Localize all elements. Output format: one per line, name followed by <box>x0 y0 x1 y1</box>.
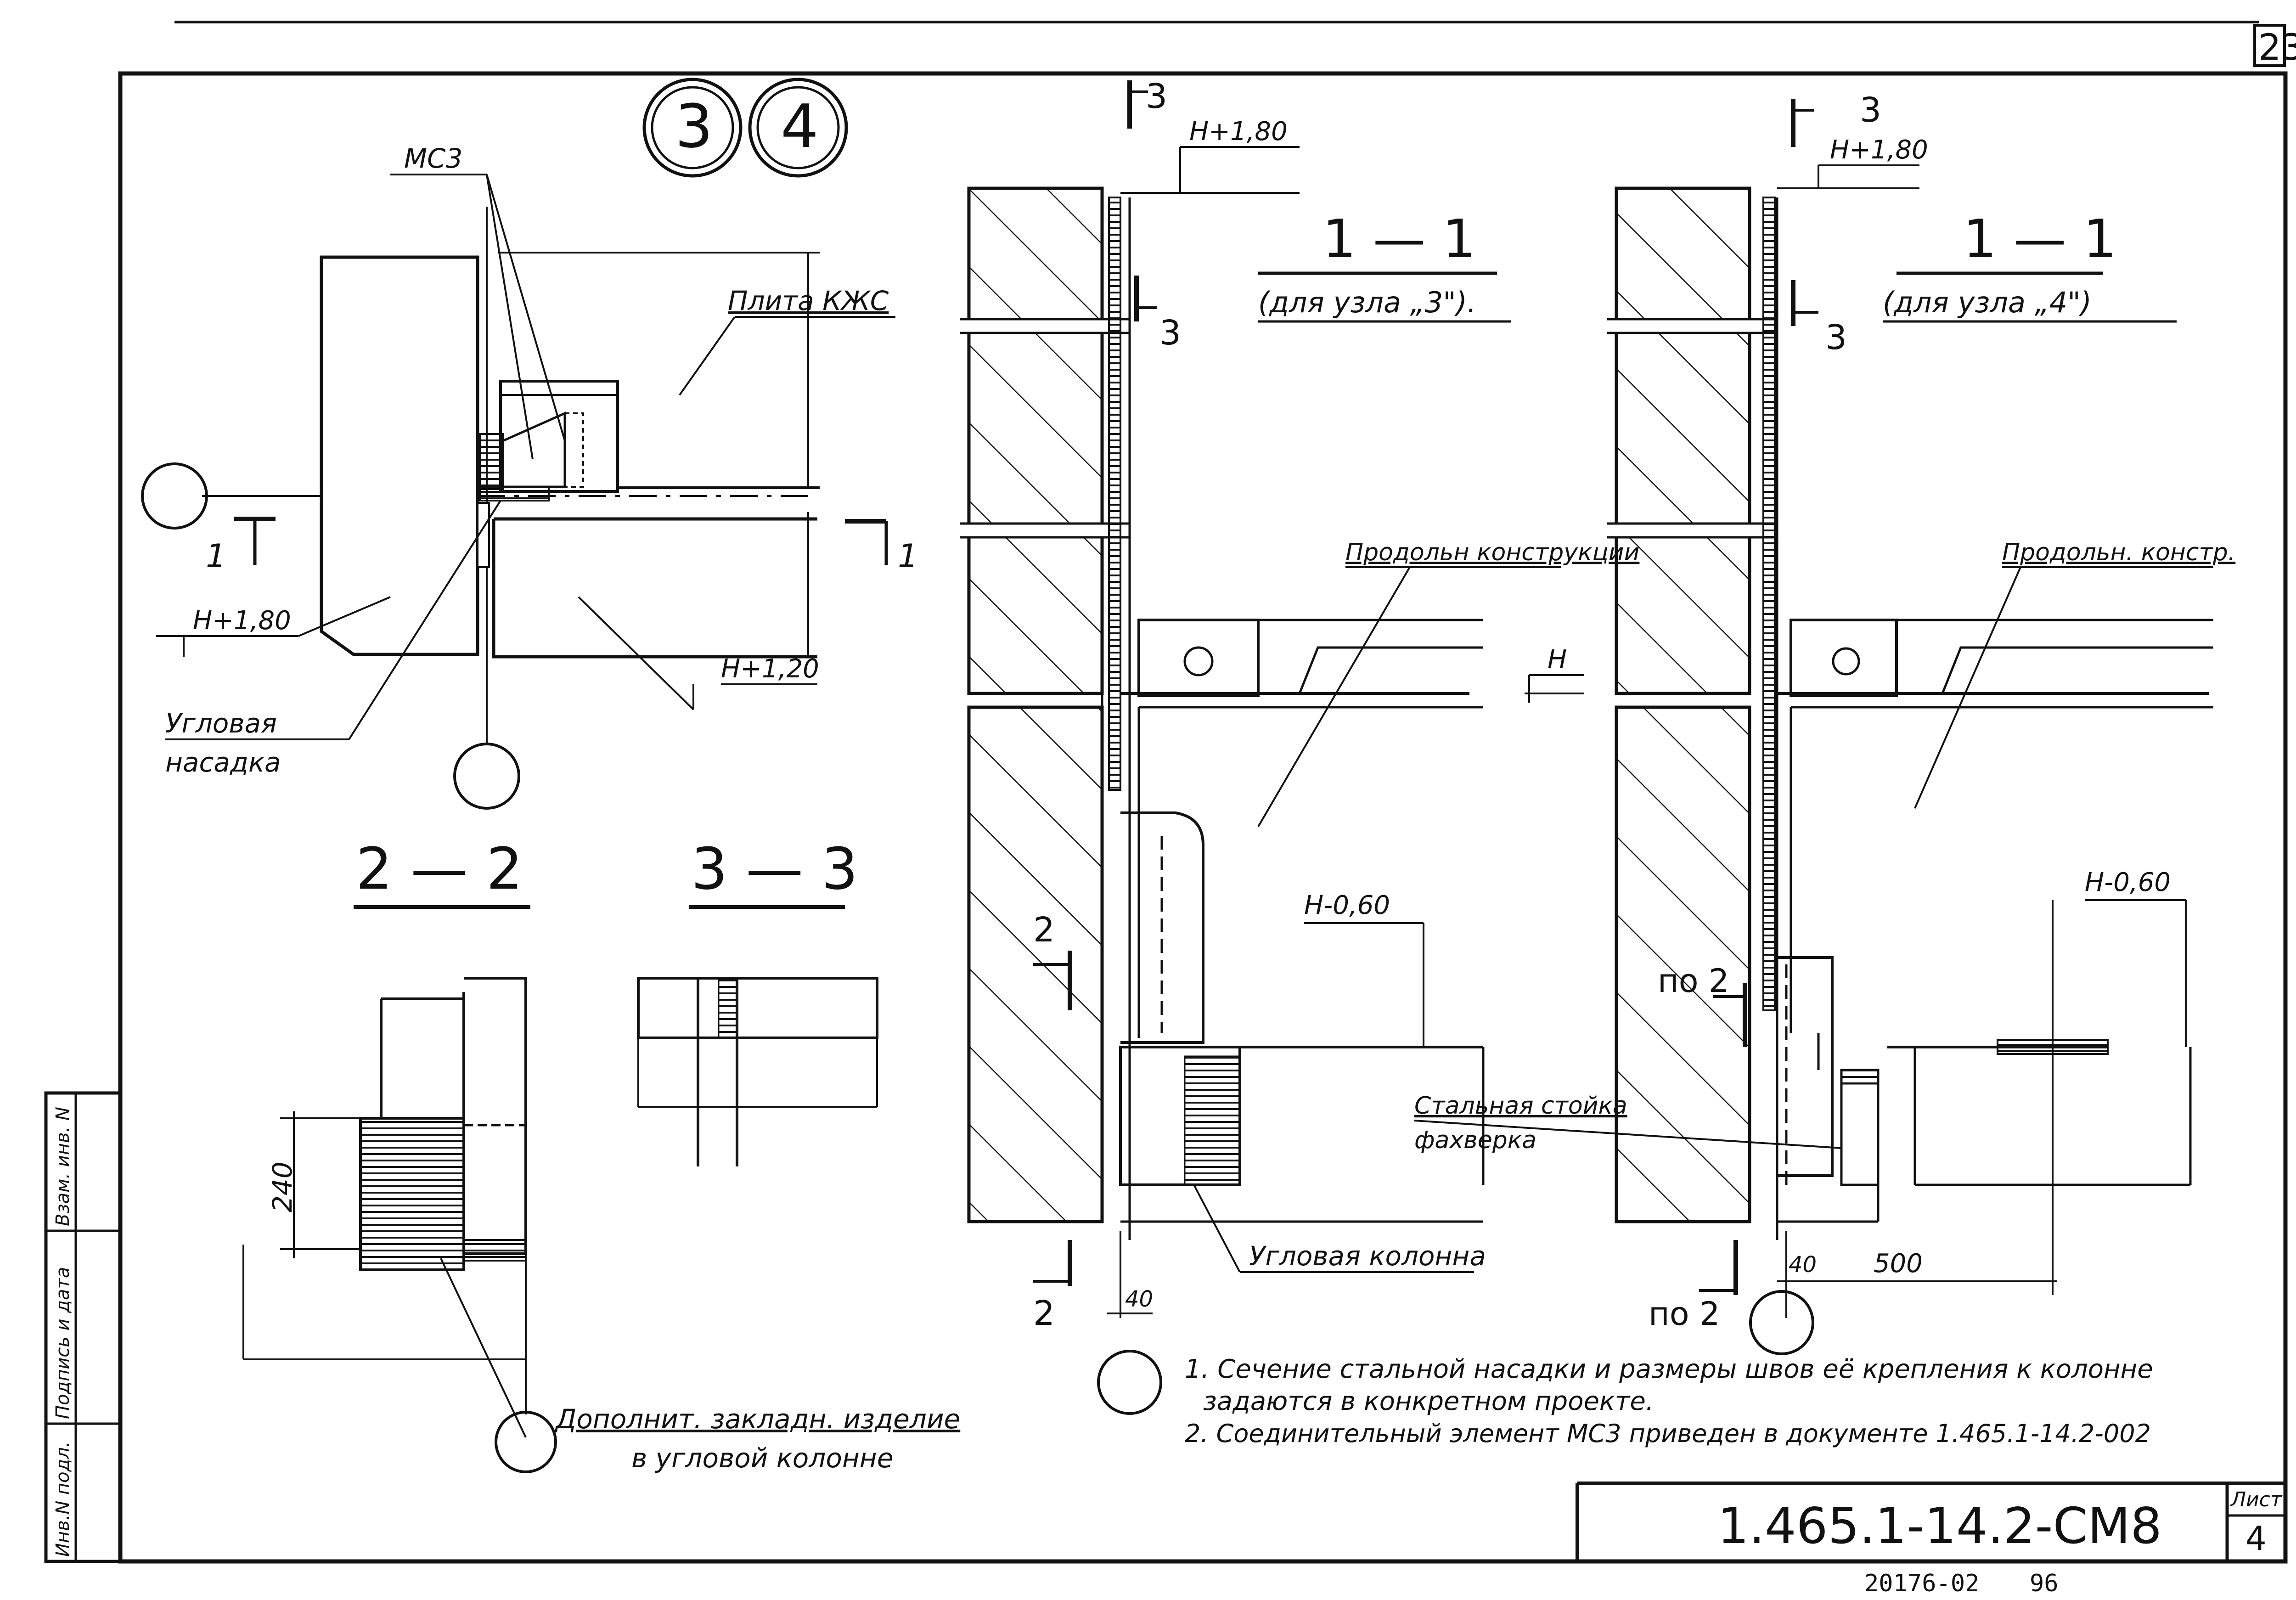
label-corner-cap-1: Угловая <box>165 708 277 739</box>
node3-dim-40: 40 <box>1125 1286 1153 1312</box>
node4-cut2-bottom: по 2 <box>1649 1295 1720 1333</box>
node4-cut3-top: 3 <box>1860 90 1881 130</box>
sheet-frame <box>118 21 2288 1564</box>
label-steel-post-2: фахверка <box>1414 1127 1536 1154</box>
designation: 1.465.1-14.2-СМ8 <box>1717 1498 2162 1555</box>
section-3-3-title: 3 — 3 <box>691 836 858 902</box>
section-1-1-node-3-title: 1 — 1 <box>1322 208 1476 270</box>
section-1-1-node-4-title: 1 — 1 <box>1963 208 2116 270</box>
plan-view <box>141 174 895 810</box>
node3-cut3-mid: 3 <box>1159 313 1181 353</box>
node4-cut3-mid: 3 <box>1825 318 1847 357</box>
node3-elev-mid: Н-0,60 <box>1304 890 1390 920</box>
node-number-3: 3 <box>675 91 713 161</box>
section-2-2 <box>242 977 557 1473</box>
stamp-cell-replace: Взам. инв. N <box>52 1107 73 1226</box>
plan-cut-mark-right: 1 <box>898 537 918 575</box>
section-3-3 <box>637 977 878 1166</box>
note-1b: задаются в конкретном проекте. <box>1203 1386 1654 1416</box>
sheet-number: 4 <box>2245 1519 2267 1558</box>
sheet-label: Лист <box>2230 1488 2283 1511</box>
node3-elev-top: Н+1,80 <box>1189 117 1288 146</box>
dim-240: 240 <box>267 1161 298 1212</box>
node4-dim-500: 500 <box>1874 1249 1923 1279</box>
note-2: 2. Соединительный элемент МС3 приведен в… <box>1185 1419 2151 1448</box>
archive-suffix: 96 <box>2030 1570 2059 1597</box>
label-extra-part-1: Дополнит. закладн. изделие <box>554 1403 960 1435</box>
note-1a: 1. Сечение стальной насадки и размеры шв… <box>1185 1354 2153 1384</box>
node4-elev-top: Н+1,80 <box>1830 135 1928 165</box>
node4-cut2-top: по 2 <box>1658 962 1729 1000</box>
label-extra-part-2: в угловой колонне <box>631 1442 893 1474</box>
label-steel-post-1: Стальная стойка <box>1414 1092 1627 1120</box>
label-corner-cap-2: насадка <box>165 747 281 778</box>
node3-cut3-top: 3 <box>1146 77 1167 116</box>
title-block <box>1576 1482 2285 1561</box>
section-1-1-node-3 <box>960 80 1584 1415</box>
node3-corner-col-label: Угловая колонна <box>1249 1240 1486 1272</box>
node4-long-label: Продольн. констр. <box>2002 539 2235 566</box>
node3-cut2-top: 2 <box>1033 910 1055 950</box>
plan-cut-mark-left: 1 <box>206 537 226 575</box>
node4-elev-mid: Н-0,60 <box>2085 868 2171 897</box>
section-1-1-node-4 <box>1414 99 2213 1355</box>
section-1-1-node-3-subtitle: (для узла „3"). <box>1258 286 1476 319</box>
node3-elev-h: Н <box>1548 645 1567 675</box>
plan-elev-bottom: Н+1,20 <box>721 654 819 684</box>
plan-elev-top: Н+1,80 <box>193 606 291 636</box>
label-plate-kzhs: Плита КЖС <box>728 285 889 316</box>
node-markers <box>642 78 848 178</box>
node4-dim-40: 40 <box>1789 1252 1817 1278</box>
section-2-2-title: 2 — 2 <box>356 836 523 902</box>
stamp-cell-signature: Подпись и дата <box>52 1267 73 1419</box>
section-1-1-node-4-subtitle: (для узла „4") <box>1883 286 2092 319</box>
node3-cut2-bottom: 2 <box>1033 1294 1055 1333</box>
archive-number: 20176-02 <box>1864 1570 1979 1597</box>
side-stamp <box>44 1091 122 1563</box>
corner-number: 23 <box>2258 27 2296 68</box>
label-mcz: МС3 <box>404 143 462 174</box>
node-number-4: 4 <box>781 91 819 161</box>
node3-long-label: Продольн конструкции <box>1345 539 1639 566</box>
stamp-cell-inventory: Инв.N подл. <box>52 1441 73 1557</box>
